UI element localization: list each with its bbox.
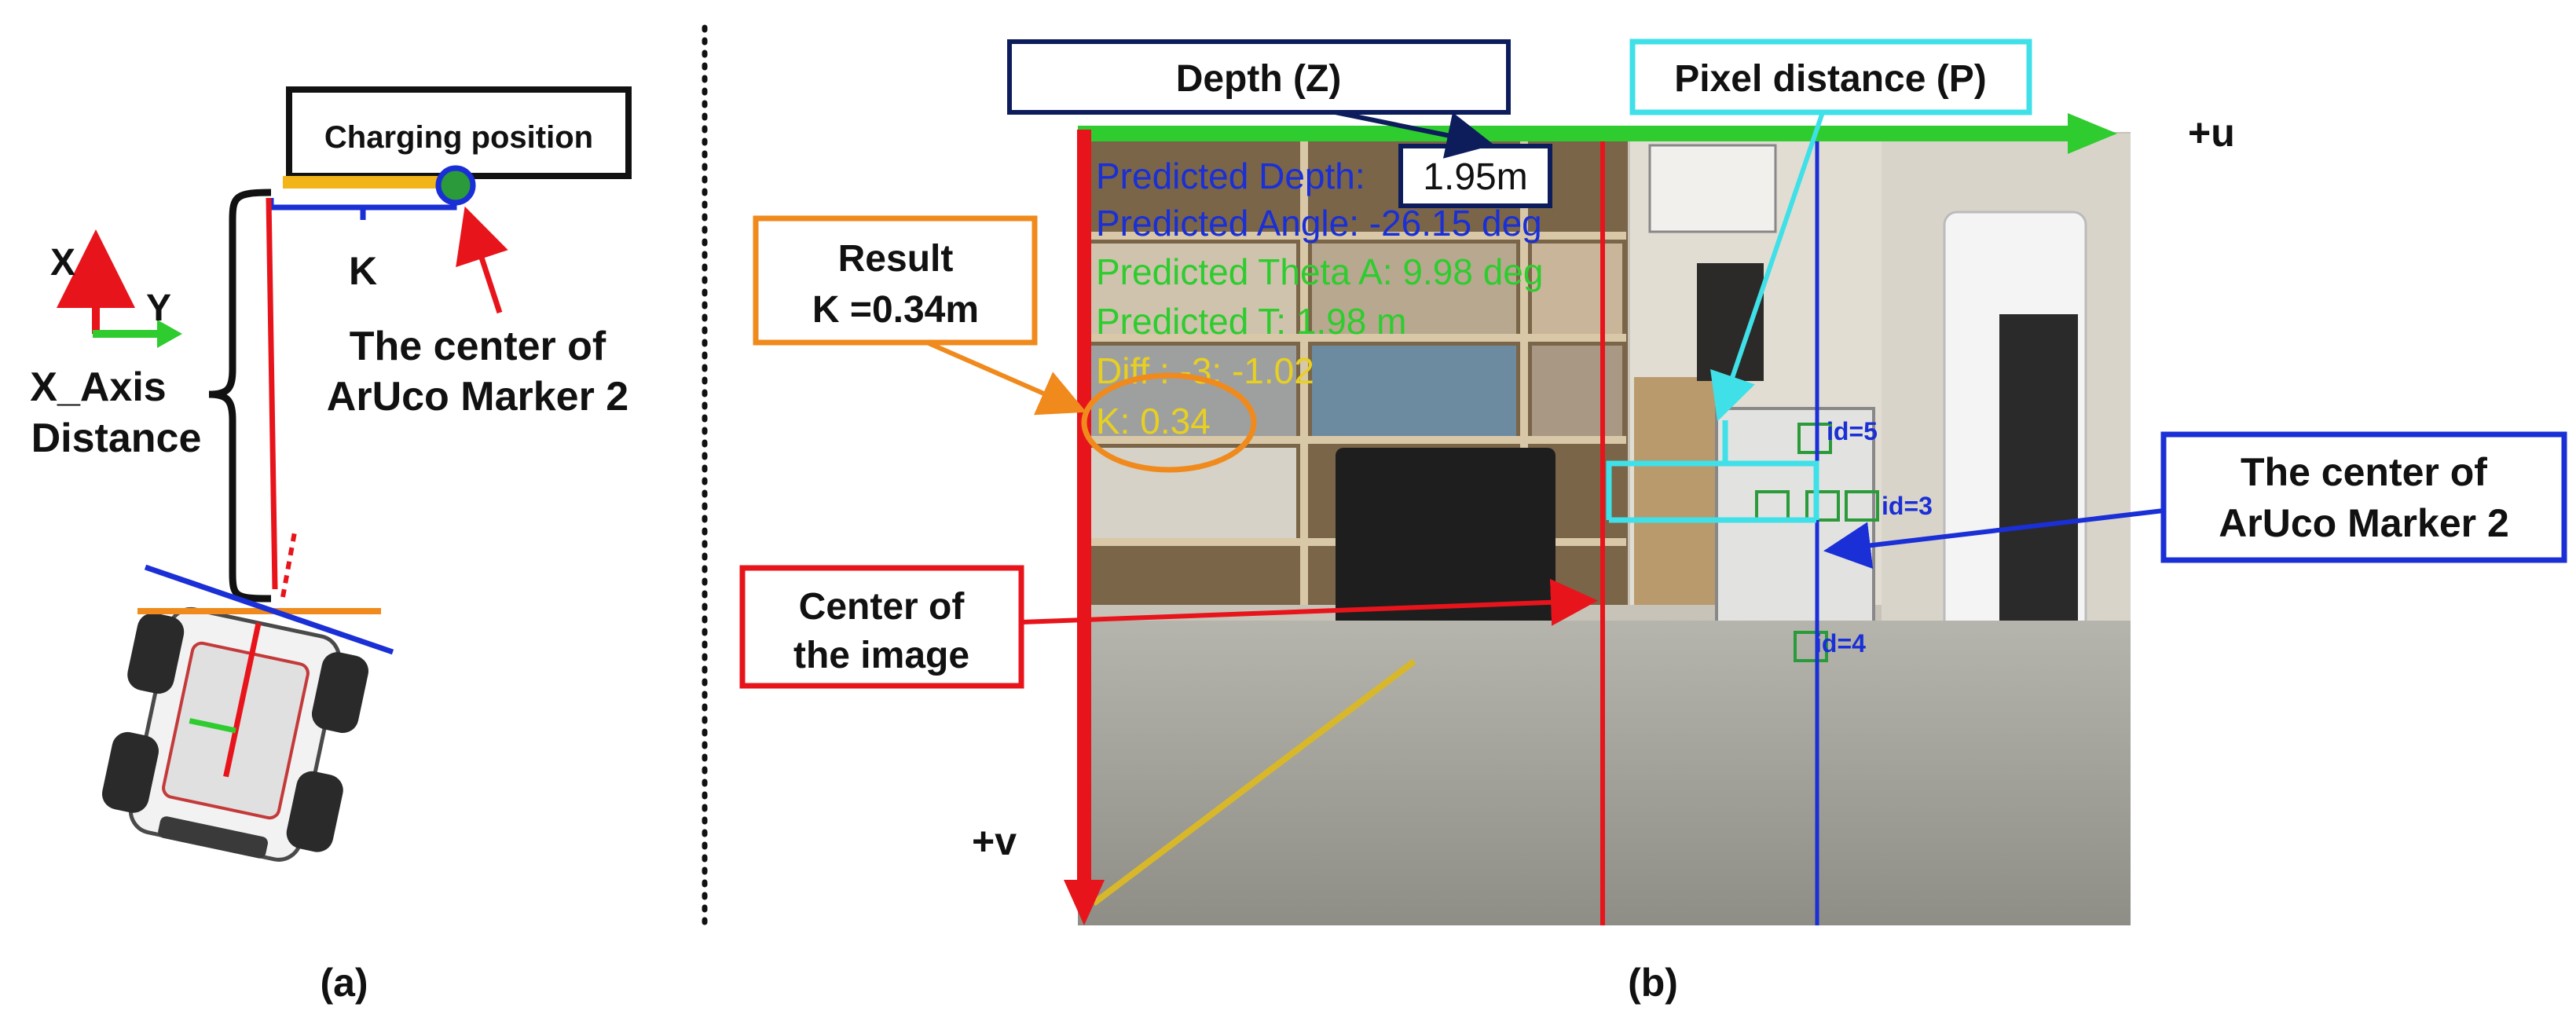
overlay-diff: Diff : -3: -1.02	[1096, 350, 1314, 391]
axis-y-label: Y	[146, 288, 171, 329]
overlay-depth: Predicted Depth:	[1096, 156, 1365, 196]
depth-value: 1.95m	[1423, 156, 1527, 198]
v-axis-label: +v	[972, 819, 1017, 863]
x-axis-distance-brace	[208, 189, 272, 603]
robot-icon	[101, 606, 368, 862]
x-axis-distance-line1: X_Axis	[30, 364, 166, 410]
robot-heading-dotted	[280, 527, 298, 598]
charging-position-label: Charging position	[324, 120, 593, 155]
marker-id-3: id=3	[1882, 492, 1933, 520]
overlay-angle: Predicted Angle: -26.15 deg	[1096, 203, 1542, 244]
result-pointer-arrow	[925, 340, 1086, 416]
charging-position-box	[286, 86, 632, 179]
overlay-k: K: 0.34	[1096, 401, 1211, 441]
x-axis-distance-line2: Distance	[31, 416, 202, 461]
marker-pointer-arrow	[456, 206, 508, 314]
marker-center-line1: The center of	[2241, 450, 2487, 494]
marker-plane-line	[144, 564, 394, 655]
depth-box-label: Depth (Z)	[1176, 58, 1342, 100]
center-line1: Center of	[799, 586, 966, 628]
pixel-distance-label: Pixel distance (P)	[1674, 58, 1986, 100]
pixel-distance-box	[1629, 38, 2032, 115]
result-highlight-ellipse	[1081, 372, 1257, 473]
center-line2: the image	[793, 635, 969, 676]
camera-image	[1078, 132, 2131, 925]
axis-x-label: X	[50, 242, 75, 284]
marker-id-4: id=4	[1815, 629, 1866, 658]
result-line2: K =0.34m	[812, 289, 979, 331]
center-pointer-arrow	[1021, 578, 1598, 626]
result-line1: Result	[838, 238, 954, 280]
marker-id-5: id=5	[1827, 417, 1878, 445]
k-bracket	[268, 198, 457, 220]
center-box	[739, 565, 1024, 689]
result-box	[753, 215, 1038, 346]
xy-frame-icon	[57, 229, 182, 348]
marker-center-line2: ArUco Marker 2	[2219, 501, 2509, 545]
marker-center-icon	[435, 165, 476, 206]
panel-b-caption: (b)	[1628, 961, 1678, 1005]
overlay-theta: Predicted Theta A: 9.98 deg	[1096, 251, 1543, 292]
overlay-t: Predicted T: 1.98 m	[1096, 301, 1406, 342]
depth-box	[1007, 39, 1511, 115]
marker-label-line1: The center of	[350, 324, 606, 369]
marker-center-pointer-arrow	[1823, 508, 2164, 570]
u-axis-label: +u	[2188, 111, 2235, 155]
pixel-distance-bracket	[1606, 420, 1819, 523]
marker-label-line2: ArUco Marker 2	[327, 374, 628, 419]
u-axis-arrowhead	[2068, 113, 2117, 154]
pixel-pointer-arrow	[1710, 112, 1825, 422]
charging-bar	[283, 176, 456, 189]
marker-center-box	[2160, 431, 2567, 563]
panel-a: X Y Charging position K The center of Ar…	[30, 86, 632, 1005]
k-label: K	[349, 249, 377, 293]
panel-a-caption: (a)	[320, 961, 368, 1005]
panel-b: Predicted Depth: Predicted Angle: -26.15…	[739, 38, 2567, 1005]
distance-line	[266, 197, 278, 590]
v-axis-arrowhead	[1064, 880, 1105, 925]
depth-pointer-arrow	[1335, 110, 1494, 159]
